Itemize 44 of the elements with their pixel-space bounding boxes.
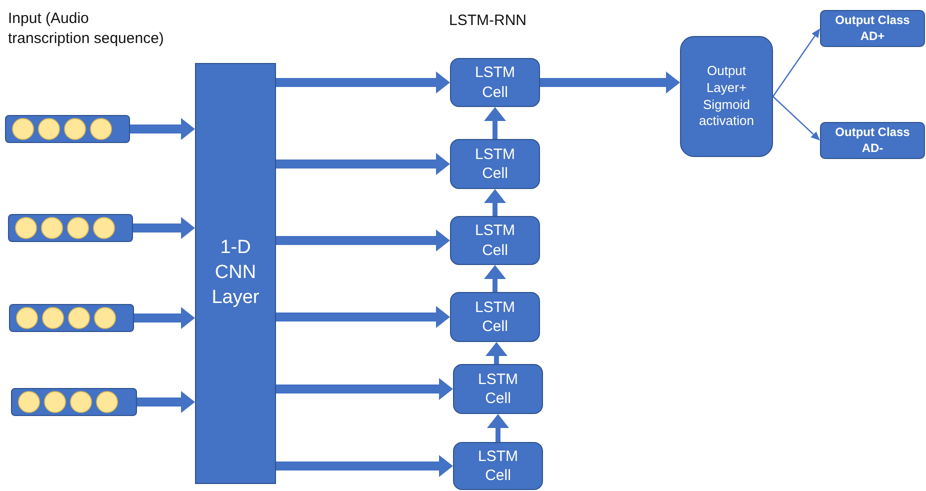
arrow bbox=[137, 391, 195, 413]
node-label: LSTM Cell bbox=[474, 298, 516, 336]
arrow bbox=[486, 342, 508, 364]
node-label: Output Class AD+ bbox=[834, 12, 911, 44]
class-box bbox=[820, 122, 925, 159]
arrow bbox=[540, 72, 680, 94]
cell-box bbox=[453, 442, 543, 490]
arrow bbox=[276, 153, 450, 175]
arrow bbox=[484, 265, 506, 292]
node-label: LSTM Cell bbox=[474, 63, 516, 102]
layer-block bbox=[195, 63, 276, 484]
node-label: LSTM Cell bbox=[476, 370, 519, 408]
vector-bar bbox=[5, 115, 130, 143]
arrow bbox=[130, 118, 195, 140]
cell-box bbox=[450, 139, 540, 189]
node-label: Output Class AD- bbox=[834, 124, 911, 156]
cell-box bbox=[450, 292, 540, 342]
arrow bbox=[276, 72, 450, 94]
class-box bbox=[820, 10, 925, 47]
output-layer-box bbox=[680, 36, 773, 157]
vector-bar bbox=[8, 214, 133, 242]
arrow bbox=[134, 307, 195, 329]
section-title: LSTM-RNN bbox=[449, 11, 528, 30]
arrow bbox=[484, 107, 506, 139]
arrow bbox=[276, 455, 453, 477]
arrow bbox=[772, 28, 820, 97]
node-label: LSTM Cell bbox=[476, 446, 519, 486]
arrow bbox=[276, 306, 450, 328]
input-caption: Input (Audio transcription sequence) bbox=[8, 9, 165, 48]
node-label: LSTM Cell bbox=[474, 144, 516, 184]
vector-bar bbox=[9, 304, 134, 332]
node-label: 1-D CNN Layer bbox=[210, 236, 260, 310]
arrow bbox=[484, 189, 506, 216]
arrow bbox=[276, 230, 450, 252]
arrow bbox=[487, 414, 509, 442]
arrow bbox=[133, 217, 195, 239]
node-label: Output Layer+ Sigmoid activation bbox=[698, 62, 755, 130]
cell-box bbox=[450, 216, 540, 265]
vector-bar bbox=[11, 388, 137, 416]
arrow bbox=[276, 378, 453, 400]
node-label: LSTM Cell bbox=[474, 221, 516, 260]
arrow bbox=[772, 96, 820, 140]
cell-box bbox=[450, 58, 540, 107]
cell-box bbox=[453, 364, 543, 414]
